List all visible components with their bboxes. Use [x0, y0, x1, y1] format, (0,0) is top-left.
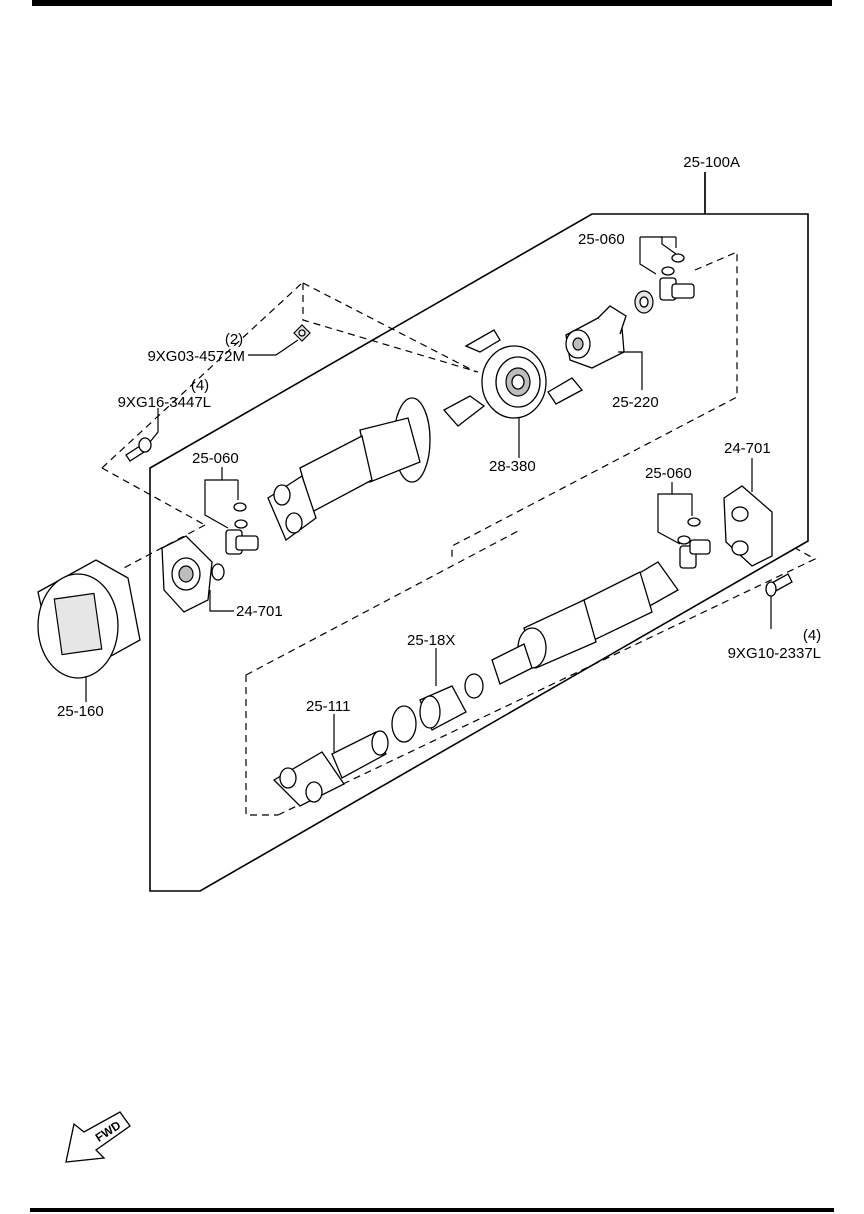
tool-25-160 — [37, 559, 141, 679]
label-yoke-top: 25-220 — [612, 394, 659, 411]
label-ujoint-top: 25-060 — [578, 231, 625, 248]
label-bolt-left: 9XG16-3447L — [118, 394, 211, 411]
label-ujoint-right: 25-060 — [645, 465, 692, 482]
flange-left — [161, 535, 225, 613]
label-tool: 25-160 — [57, 703, 104, 720]
ujoint-left — [225, 502, 259, 555]
center-bearing — [464, 329, 584, 419]
label-bearing: 28-380 — [489, 458, 536, 475]
label-shaft-front: 25-111 — [306, 698, 350, 715]
ujoint-right — [677, 517, 711, 569]
lower-shaft — [491, 561, 679, 685]
dashed-guides — [101, 251, 817, 816]
upper-shaft — [267, 395, 486, 542]
assembly-outline — [149, 172, 809, 892]
front-shaft — [272, 730, 389, 807]
label-bolt-right-qty: (4) — [803, 627, 821, 644]
label-bolt-top: 9XG03-4572M — [147, 348, 245, 365]
label-bolt-top-qty: (2) — [225, 331, 243, 348]
label-flange-right: 24-701 — [724, 440, 771, 457]
label-assembly: 25-100A — [683, 154, 740, 171]
leader-lines — [85, 172, 772, 752]
washer-top — [293, 324, 311, 342]
label-bolt-right: 9XG10-2337L — [728, 645, 821, 662]
bolt-right — [765, 573, 793, 597]
fwd-arrow-icon: FWD — [65, 1111, 131, 1163]
label-boot: 25-18X — [407, 632, 455, 649]
bottom-border-rule — [30, 1208, 834, 1212]
top-border-rule — [32, 0, 832, 6]
bolt-left — [125, 437, 152, 462]
label-ujoint-left: 25-060 — [192, 450, 239, 467]
yoke-top — [565, 305, 627, 369]
boot-set — [391, 673, 484, 743]
ujoint-top — [634, 253, 695, 314]
flange-right — [723, 485, 773, 567]
label-flange-left: 24-701 — [236, 603, 283, 620]
label-bolt-left-qty: (4) — [191, 377, 209, 394]
